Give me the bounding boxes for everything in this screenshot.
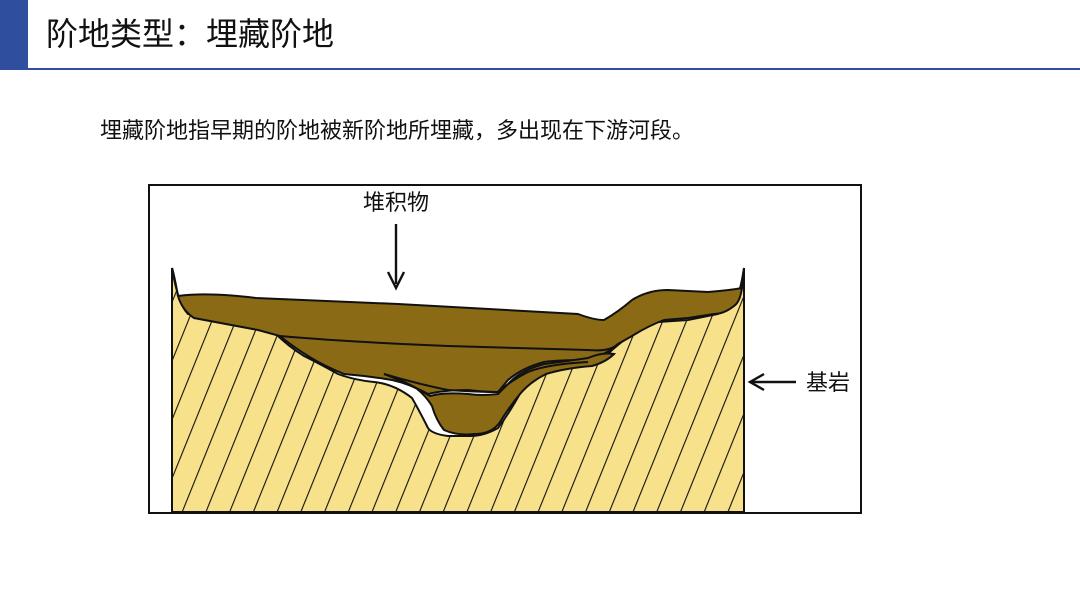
slide-description: 埋藏阶地指早期的阶地被新阶地所埋藏，多出现在下游河段。 xyxy=(100,116,694,148)
title-bar: 阶地类型：埋藏阶地 xyxy=(0,0,1080,70)
title-underline xyxy=(28,68,1080,70)
title-accent-bar xyxy=(0,0,28,70)
bedrock-label: 基岩 xyxy=(806,371,850,396)
buried-terrace-diagram: 堆积物 基岩 xyxy=(148,184,862,514)
slide-title: 阶地类型：埋藏阶地 xyxy=(46,14,334,54)
deposit-label: 堆积物 xyxy=(363,191,429,216)
diagram-svg: 堆积物 基岩 xyxy=(148,184,862,514)
